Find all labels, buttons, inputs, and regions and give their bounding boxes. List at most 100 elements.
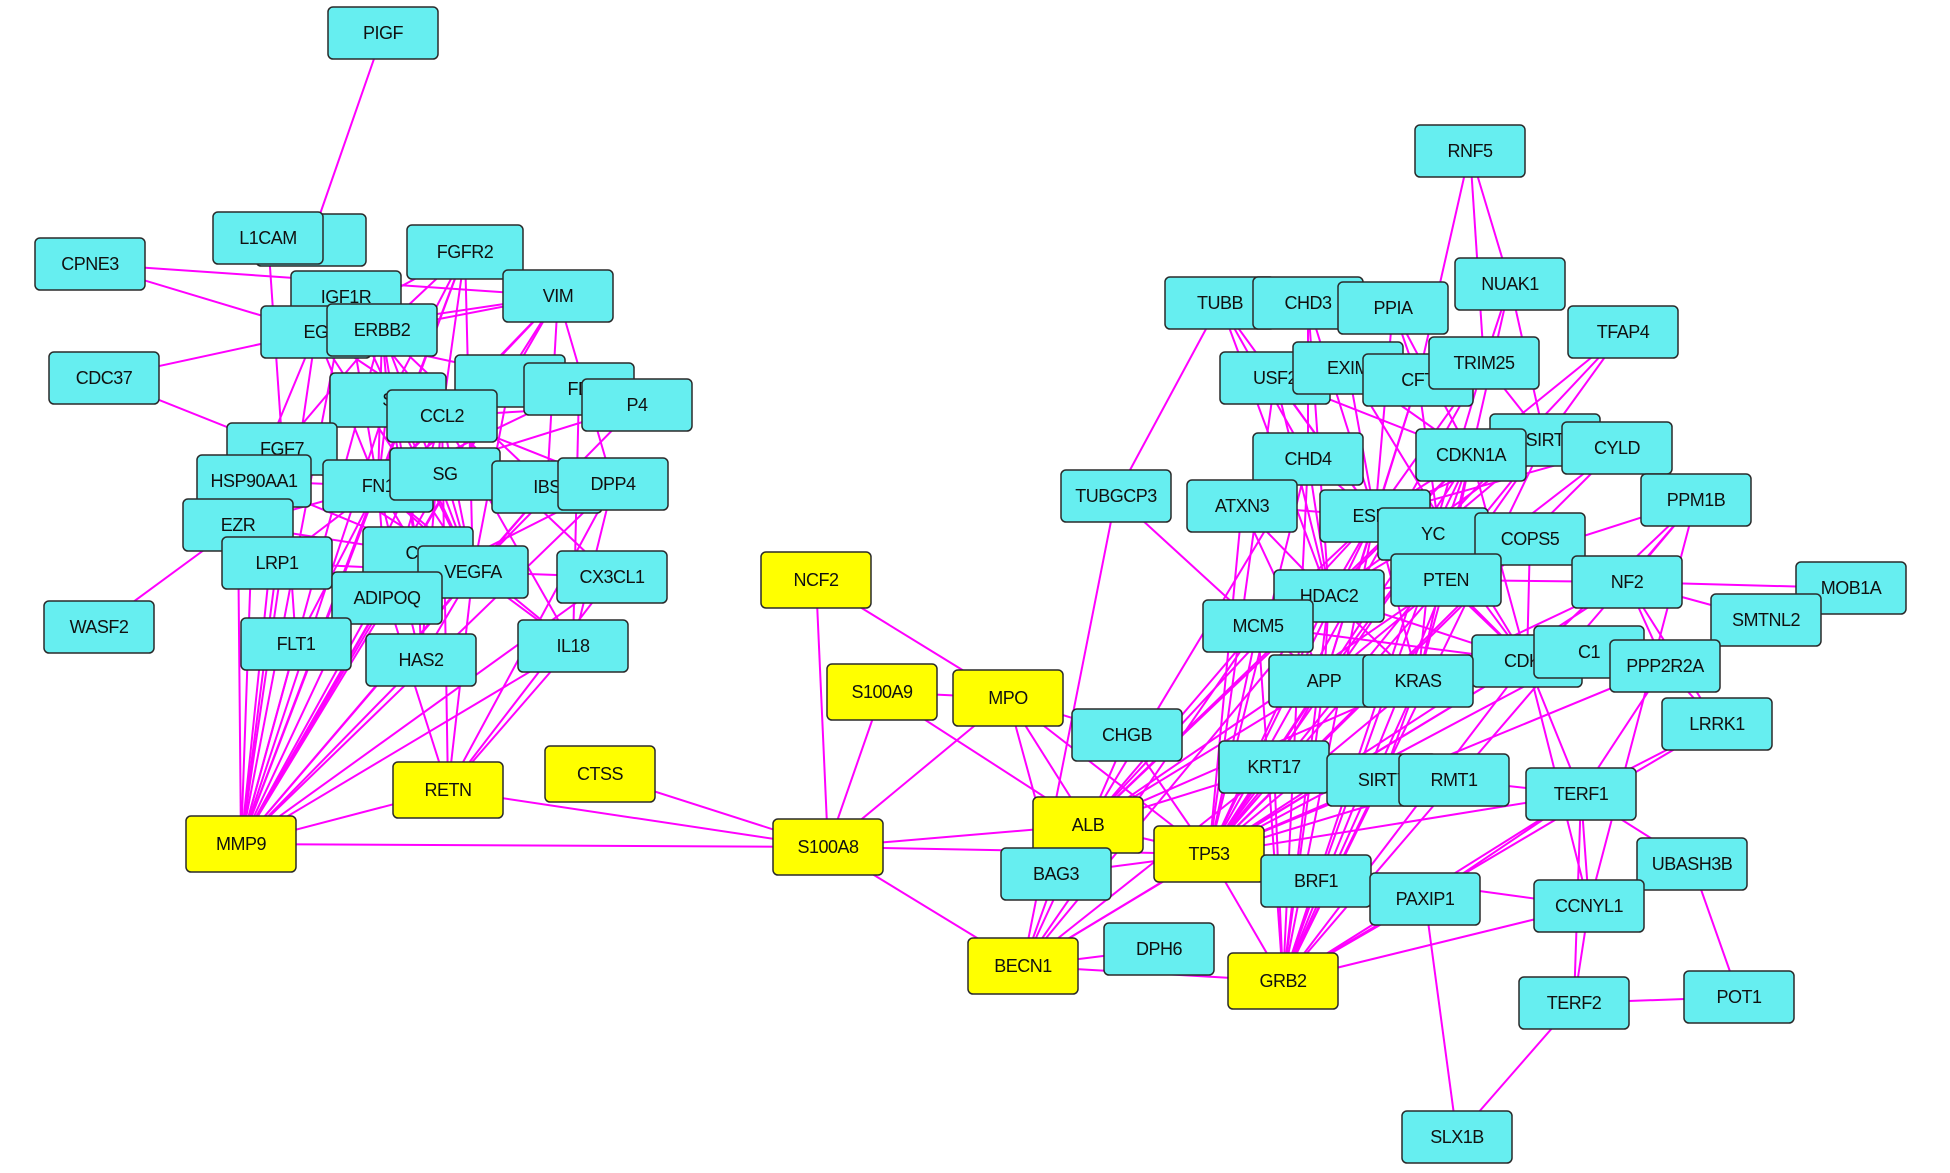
- node-slx1b[interactable]: SLX1B: [1401, 1110, 1513, 1164]
- node-pot1[interactable]: POT1: [1683, 970, 1795, 1024]
- node-erbb2[interactable]: ERBB2: [326, 303, 438, 357]
- node-l1cam[interactable]: L1CAM: [212, 211, 324, 265]
- node-s100a9[interactable]: S100A9: [826, 663, 938, 721]
- node-box-lrrk1: [1661, 697, 1773, 751]
- node-pigf[interactable]: PIGF: [327, 6, 439, 60]
- node-tubb[interactable]: TUBB: [1164, 276, 1276, 330]
- node-mob1a[interactable]: MOB1A: [1795, 561, 1907, 615]
- node-box-l1cam: [212, 211, 324, 265]
- node-ctss[interactable]: CTSS: [544, 745, 656, 803]
- node-label-mmp4: P4: [626, 395, 648, 415]
- node-brf1[interactable]: BRF1: [1260, 854, 1372, 908]
- node-tfap4[interactable]: TFAP4: [1567, 305, 1679, 359]
- node-rnf5[interactable]: RNF5: [1414, 124, 1526, 178]
- node-terf1[interactable]: TERF1: [1525, 767, 1637, 821]
- node-label-ppia: PPIA: [1373, 298, 1413, 318]
- node-s100a8[interactable]: S100A8: [772, 818, 884, 876]
- node-box-ccl2: [386, 389, 498, 443]
- node-chgb[interactable]: CHGB: [1071, 708, 1183, 762]
- node-box-tubgcp3: [1060, 469, 1172, 523]
- node-nuak1[interactable]: NUAK1: [1454, 257, 1566, 311]
- node-lrp1[interactable]: LRP1: [221, 536, 333, 590]
- node-cdc37[interactable]: CDC37: [48, 351, 160, 405]
- node-ccnyl1[interactable]: CCNYL1: [1533, 879, 1645, 933]
- node-box-s100a8: [772, 818, 884, 876]
- node-dpp4[interactable]: DPP4: [557, 457, 669, 511]
- node-il18[interactable]: IL18: [517, 619, 629, 673]
- node-prmt1[interactable]: RMT1: [1398, 753, 1510, 807]
- node-wasf2[interactable]: WASF2: [43, 600, 155, 654]
- node-label-cpne3: CPNE3: [61, 254, 119, 274]
- node-mcm5[interactable]: MCM5: [1202, 599, 1314, 653]
- node-label-has2: HAS2: [398, 650, 444, 670]
- node-chd4[interactable]: CHD4: [1252, 432, 1364, 486]
- node-label-igf1r: IGF1R: [321, 287, 372, 307]
- node-krt17[interactable]: KRT17: [1218, 740, 1330, 794]
- node-vim[interactable]: VIM: [502, 269, 614, 323]
- node-adipoq[interactable]: ADIPOQ: [331, 571, 443, 625]
- node-trim25[interactable]: TRIM25: [1428, 336, 1540, 390]
- node-label-mmp9: MMP9: [216, 834, 266, 854]
- node-box-adipoq: [331, 571, 443, 625]
- node-paxip1[interactable]: PAXIP1: [1369, 872, 1481, 926]
- node-flt1[interactable]: FLT1: [240, 617, 352, 671]
- node-label-mob1a: MOB1A: [1821, 578, 1882, 598]
- node-cops5[interactable]: COPS5: [1474, 512, 1586, 566]
- node-mmp4[interactable]: P4: [581, 378, 693, 432]
- node-nf2[interactable]: NF2: [1571, 555, 1683, 609]
- node-label-ncf2: NCF2: [793, 570, 838, 590]
- node-vegfa[interactable]: VEGFA: [417, 545, 529, 599]
- node-fgfr2[interactable]: FGFR2: [406, 224, 524, 280]
- node-cpne3[interactable]: CPNE3: [34, 237, 146, 291]
- node-box-becn1: [967, 937, 1079, 995]
- node-dph6[interactable]: DPH6: [1103, 922, 1215, 976]
- node-tubgcp3[interactable]: TUBGCP3: [1060, 469, 1172, 523]
- node-ppia[interactable]: PPIA: [1337, 281, 1449, 335]
- node-label-vegfa: VEGFA: [444, 562, 502, 582]
- node-becn1[interactable]: BECN1: [967, 937, 1079, 995]
- node-ccl2[interactable]: CCL2: [386, 389, 498, 443]
- node-box-mmp4: [581, 378, 693, 432]
- node-label-ccl2: CCL2: [420, 406, 465, 426]
- node-hsp90aa1[interactable]: HSP90AA1: [196, 454, 312, 508]
- node-smtnl2[interactable]: SMTNL2: [1710, 593, 1822, 647]
- node-ppp2r2a[interactable]: PPP2R2A: [1609, 639, 1721, 693]
- node-box-chd4: [1252, 432, 1364, 486]
- node-pten[interactable]: PTEN: [1390, 553, 1502, 607]
- node-box-chgb: [1071, 708, 1183, 762]
- node-chd3[interactable]: CHD3: [1252, 276, 1364, 330]
- node-isg[interactable]: SG: [389, 447, 501, 501]
- node-retn[interactable]: RETN: [392, 761, 504, 819]
- edge-grb2-kras: [1282, 680, 1419, 982]
- node-mmp9[interactable]: MMP9: [185, 815, 297, 873]
- node-has2[interactable]: HAS2: [365, 633, 477, 687]
- node-app[interactable]: APP: [1268, 654, 1380, 708]
- node-label-nuak1: NUAK1: [1481, 274, 1539, 294]
- node-alb[interactable]: ALB: [1032, 796, 1144, 854]
- node-cdkn1a[interactable]: CDKN1A: [1415, 428, 1527, 482]
- node-kras[interactable]: KRAS: [1362, 654, 1474, 708]
- node-label-ppm1b: PPM1B: [1667, 490, 1726, 510]
- node-box-ppia: [1337, 281, 1449, 335]
- node-bag3[interactable]: BAG3: [1000, 847, 1112, 901]
- node-box-cdkn1a: [1415, 428, 1527, 482]
- node-label-ibs: IBS: [533, 477, 561, 497]
- node-box-retn: [392, 761, 504, 819]
- node-label-smtnl2: SMTNL2: [1732, 610, 1801, 630]
- node-ubash3b[interactable]: UBASH3B: [1636, 837, 1748, 891]
- node-ncf2[interactable]: NCF2: [760, 551, 872, 609]
- node-myc[interactable]: YC: [1377, 507, 1489, 561]
- node-tp53[interactable]: TP53: [1153, 825, 1265, 883]
- node-cyld[interactable]: CYLD: [1561, 421, 1673, 475]
- node-cx3cl1[interactable]: CX3CL1: [556, 550, 668, 604]
- node-lrrk1[interactable]: LRRK1: [1661, 697, 1773, 751]
- node-label-terf1: TERF1: [1554, 784, 1609, 804]
- node-mpo[interactable]: MPO: [952, 669, 1064, 727]
- node-atxn3[interactable]: ATXN3: [1186, 479, 1298, 533]
- node-terf2[interactable]: TERF2: [1518, 976, 1630, 1030]
- node-label-paxip1: PAXIP1: [1396, 889, 1455, 909]
- node-grb2[interactable]: GRB2: [1227, 952, 1339, 1010]
- node-label-fgfr2: FGFR2: [437, 242, 494, 262]
- node-ppm1b[interactable]: PPM1B: [1640, 473, 1752, 527]
- node-label-krt17: KRT17: [1247, 757, 1301, 777]
